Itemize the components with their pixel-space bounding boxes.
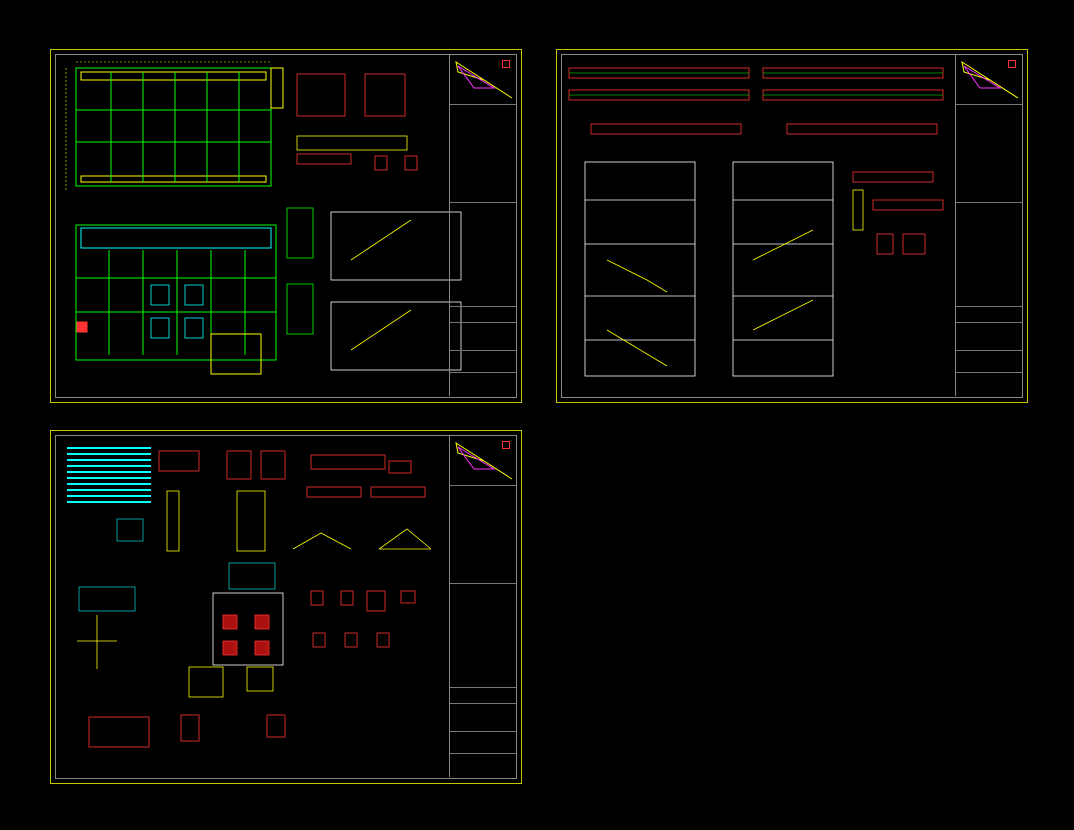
first-floor-plan-cyan [150, 284, 204, 339]
stamp-icon [1008, 60, 1016, 68]
beam-elevations-grid [569, 72, 943, 96]
beam-section-details [188, 590, 416, 698]
stair-sections [286, 207, 462, 371]
footing-details [158, 450, 426, 552]
company-logo [455, 441, 513, 480]
connection-details [77, 615, 286, 748]
general-notes [67, 447, 151, 503]
sheet-inner-border [55, 54, 517, 398]
title-block [449, 435, 516, 777]
column-schedule [212, 592, 284, 666]
beam-elevations [568, 67, 944, 135]
title-block [449, 54, 516, 396]
plan-drawings [65, 61, 462, 375]
stair-section-left [584, 161, 696, 377]
sheet-inner-border [561, 54, 1023, 398]
foundation-plan-grid [65, 61, 271, 190]
section-drawings [568, 67, 944, 377]
stair-section-right [732, 161, 834, 377]
drawing-sheet-plans[interactable] [50, 49, 522, 403]
roof-truss-details [292, 528, 432, 550]
beam-details [852, 171, 944, 255]
company-logo [455, 60, 513, 99]
drawing-sheet-sections[interactable] [556, 49, 1028, 403]
footing-sections [296, 73, 418, 171]
stamp-icon [502, 60, 510, 68]
tables [78, 518, 276, 612]
foundation-plan [75, 67, 284, 187]
drawing-sheet-details[interactable] [50, 430, 522, 784]
first-floor-plan [75, 224, 277, 375]
sheet-inner-border [55, 435, 517, 779]
detail-drawings [67, 447, 432, 748]
title-block [955, 54, 1022, 396]
stamp-icon [502, 441, 510, 449]
company-logo [961, 60, 1019, 99]
